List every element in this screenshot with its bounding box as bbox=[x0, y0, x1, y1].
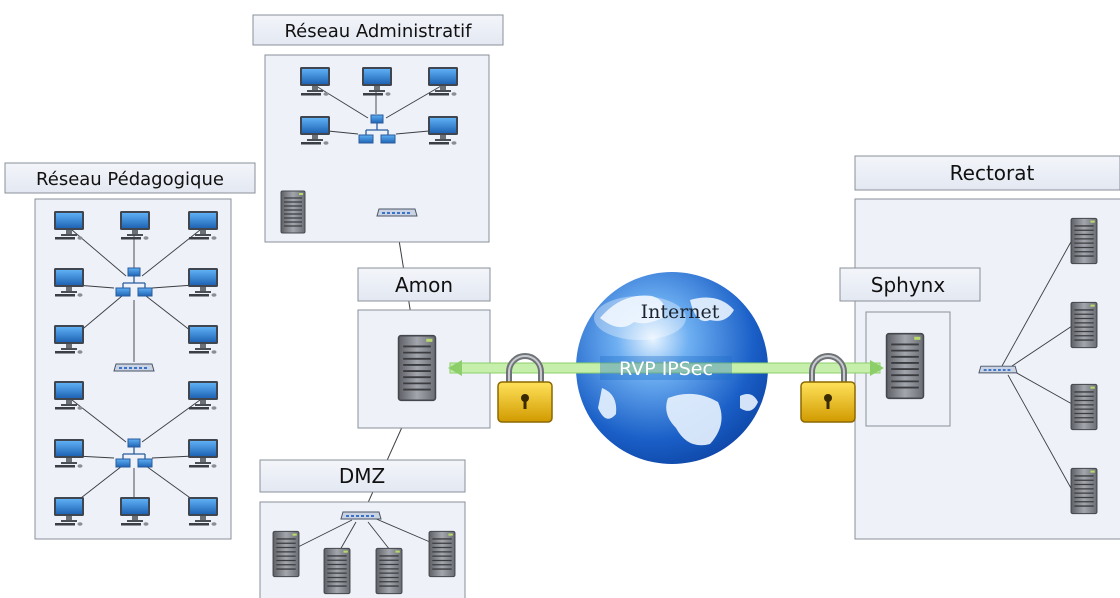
server-icon bbox=[1070, 467, 1098, 515]
server-icon bbox=[1070, 383, 1098, 431]
zone-sphynx: Sphynx bbox=[839, 267, 981, 427]
server-icon bbox=[323, 547, 351, 595]
zone-amon-label-box bbox=[357, 267, 491, 302]
zone-admin: Réseau Administratif bbox=[252, 14, 504, 243]
vpn-label: RVP IPSec bbox=[619, 358, 713, 380]
zone-dmz-label: DMZ bbox=[339, 464, 385, 488]
zone-sphynx-label-box bbox=[839, 267, 981, 302]
vpn-tunnel: RVP IPSec bbox=[448, 356, 884, 380]
zone-amon: Amon bbox=[357, 267, 491, 429]
vpn-arrow-right-icon bbox=[870, 360, 884, 376]
hub-icon bbox=[978, 365, 1018, 374]
vpn-label-backdrop bbox=[600, 356, 732, 380]
zone-sphynx-label: Sphynx bbox=[871, 273, 946, 297]
vpn-arrow-left-icon bbox=[448, 360, 462, 376]
zone-pedago-label: Réseau Pédagogique bbox=[36, 169, 224, 190]
server-icon bbox=[1070, 217, 1098, 265]
server-icon bbox=[885, 332, 925, 400]
internet-label: Internet bbox=[641, 301, 720, 323]
hub-icon bbox=[340, 511, 382, 520]
hub-icon bbox=[376, 208, 418, 217]
zone-amon-label: Amon bbox=[395, 273, 453, 297]
server-icon bbox=[1070, 301, 1098, 349]
zone-dmz: DMZ bbox=[259, 459, 466, 598]
server-icon bbox=[272, 530, 300, 578]
zone-pedago-label-box bbox=[4, 162, 256, 194]
zone-pedago: Réseau Pédagogique bbox=[4, 162, 256, 540]
server-icon bbox=[428, 530, 456, 578]
server-icon bbox=[397, 334, 437, 402]
zone-dmz-label-box bbox=[259, 459, 466, 493]
zone-rectorat-label: Rectorat bbox=[950, 161, 1035, 185]
server-icon bbox=[375, 547, 403, 595]
hub-icon bbox=[113, 363, 155, 372]
zone-rectorat-label-box bbox=[854, 155, 1120, 191]
server-icon bbox=[280, 190, 306, 234]
zone-admin-label: Réseau Administratif bbox=[284, 21, 472, 42]
zone-admin-label-box bbox=[252, 14, 504, 46]
